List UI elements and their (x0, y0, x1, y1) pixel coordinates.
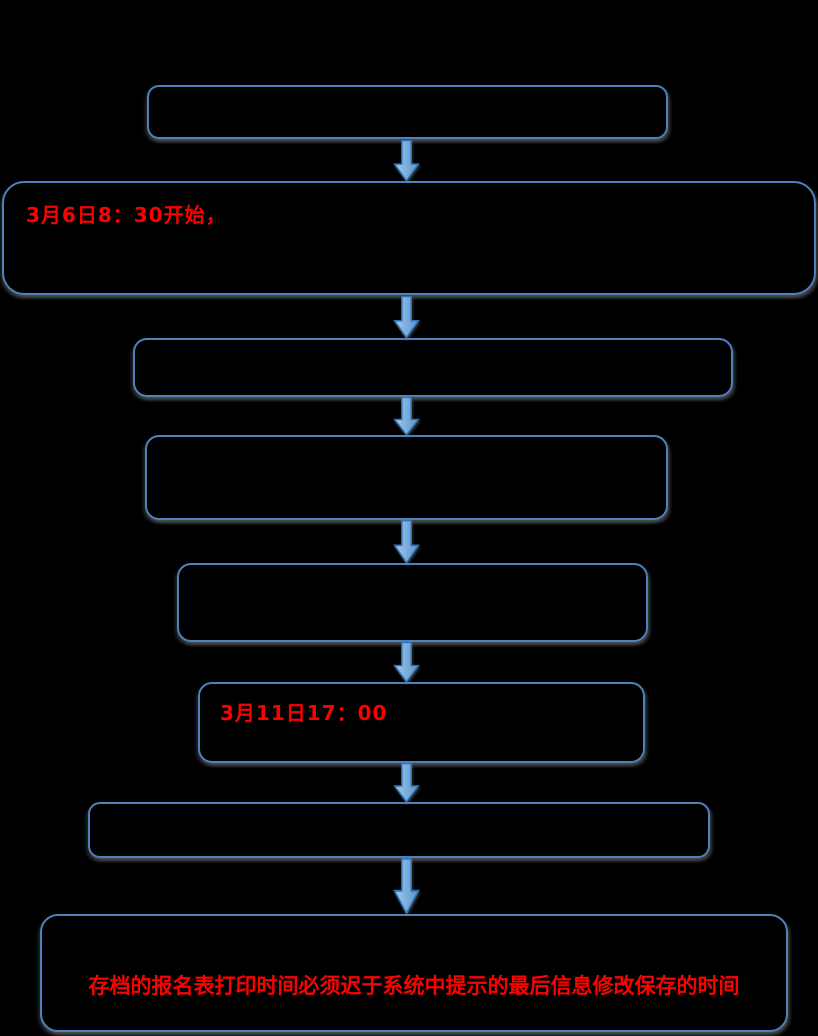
down-arrow-icon (393, 858, 420, 915)
down-arrow-icon (393, 763, 420, 803)
flow-step-6-label: 3月11日17：00 (220, 701, 388, 725)
flow-step-8-warning-label: 存档的报名表打印时间必须迟于系统中提示的最后信息修改保存的时间 (88, 974, 740, 998)
down-arrow-icon (393, 296, 420, 339)
down-arrow-icon (393, 520, 420, 564)
flow-step-2-label: 3月6日8：30开始， (26, 203, 227, 227)
flow-step-1-box (147, 85, 668, 139)
flow-step-3-box (133, 338, 733, 397)
down-arrow-icon (393, 642, 420, 683)
down-arrow-icon (393, 397, 420, 436)
down-arrow-icon (393, 140, 420, 182)
flow-step-6-box: 3月11日17：00 (198, 682, 645, 763)
flow-step-2-box: 3月6日8：30开始， (2, 181, 816, 295)
flow-step-7-box (88, 802, 710, 858)
flow-step-5-box (177, 563, 648, 642)
flow-step-4-box (145, 435, 668, 520)
flow-step-8-box: 存档的报名表打印时间必须迟于系统中提示的最后信息修改保存的时间 (40, 914, 788, 1032)
